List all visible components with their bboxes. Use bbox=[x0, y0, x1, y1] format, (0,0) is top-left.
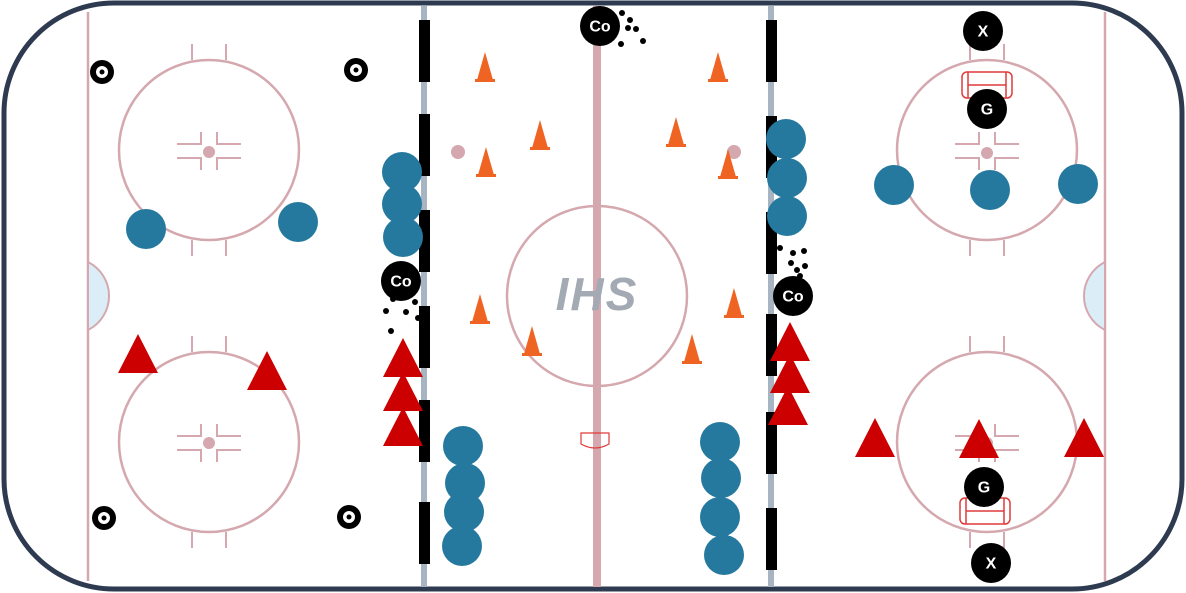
net-center bbox=[580, 432, 610, 449]
target-marker-top-left bbox=[90, 60, 114, 84]
coach-right: Co bbox=[773, 276, 813, 316]
goalie-label: G bbox=[978, 480, 990, 497]
center-logo: IHS bbox=[556, 268, 639, 320]
blue-players bbox=[126, 119, 1098, 575]
goalie-top: G bbox=[967, 89, 1007, 129]
cones bbox=[470, 52, 744, 364]
coach-label: Co bbox=[589, 19, 611, 36]
red-players bbox=[118, 322, 1104, 458]
x-marker-label: X bbox=[986, 556, 997, 573]
coach-top-center: Co bbox=[580, 6, 620, 46]
hash-marks bbox=[191, 44, 1005, 548]
x-marker-bottom: X bbox=[971, 543, 1011, 583]
goal-crease-left bbox=[87, 260, 110, 332]
coach-label: Co bbox=[782, 289, 804, 306]
target-marker-top-mid bbox=[344, 58, 368, 82]
target-marker-bottom-mid bbox=[337, 505, 361, 529]
barrier-left bbox=[419, 20, 430, 564]
x-marker-label: X bbox=[978, 24, 989, 41]
cone bbox=[477, 52, 493, 80]
goalie-bottom: G bbox=[964, 467, 1004, 507]
x-marker-top: X bbox=[963, 11, 1003, 51]
coach-label: Co bbox=[390, 274, 412, 291]
goal-crease-right bbox=[1083, 260, 1106, 332]
goalie-label: G bbox=[981, 102, 993, 119]
coach-left: Co bbox=[381, 261, 421, 301]
target-marker-bottom-left bbox=[92, 506, 116, 530]
